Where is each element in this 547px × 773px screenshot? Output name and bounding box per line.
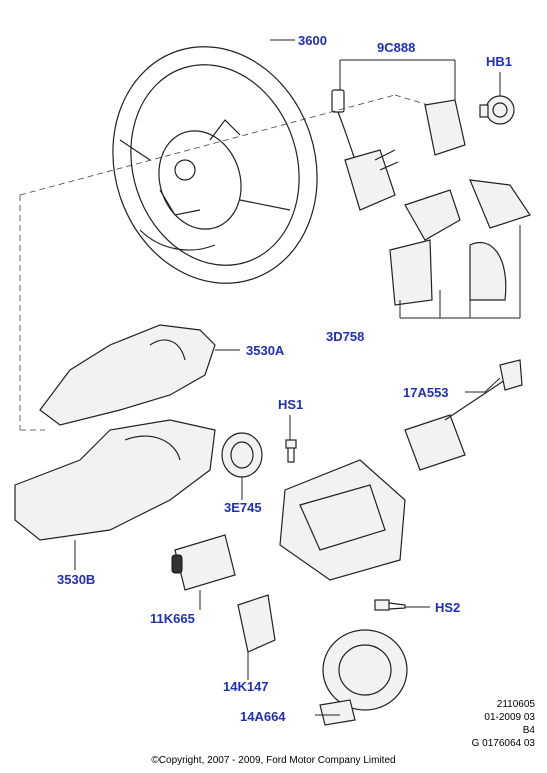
label-3d758: 3D758 (326, 329, 365, 344)
lower-shroud (14, 419, 216, 541)
meta-line-3: B4 (522, 725, 535, 736)
stalk-17a553 (404, 359, 523, 471)
upper-shroud (39, 324, 216, 426)
wiring-harness (331, 89, 466, 211)
trim-covers (389, 179, 531, 306)
copyright-text: ©Copyright, 2007 - 2009, Ford Motor Comp… (151, 755, 396, 766)
label-hs1: HS1 (278, 397, 304, 412)
clockspring-14a664 (319, 629, 408, 726)
label-3530b: 3530B (57, 572, 96, 587)
label-hb1: HB1 (486, 54, 513, 69)
label-9c888: 9C888 (377, 40, 416, 55)
assembly-outline (19, 94, 446, 431)
label-3530a: 3530A (246, 343, 285, 358)
label-17a553: 17A553 (403, 385, 449, 400)
horn-button (479, 95, 515, 125)
leader-lines (74, 39, 521, 716)
module-14k147 (237, 594, 276, 653)
meta-line-2: 01-2009 03 (484, 712, 535, 723)
label-3600: 3600 (298, 33, 327, 48)
meta-line-4: G 0176064 03 (471, 738, 535, 749)
meta-line-1: 2110605 (496, 699, 535, 710)
ring-3e745 (221, 432, 263, 478)
screw-hs1 (285, 439, 297, 463)
steering-wheel (112, 46, 318, 284)
label-hs2: HS2 (435, 600, 461, 615)
screw-hs2 (374, 599, 406, 611)
label-3e745: 3E745 (224, 500, 262, 515)
label-14k147: 14K147 (223, 679, 269, 694)
label-14a664: 14A664 (240, 709, 286, 724)
switch-11k665 (171, 534, 236, 591)
switch-housing (279, 459, 406, 581)
label-11k665: 11K665 (150, 611, 195, 626)
